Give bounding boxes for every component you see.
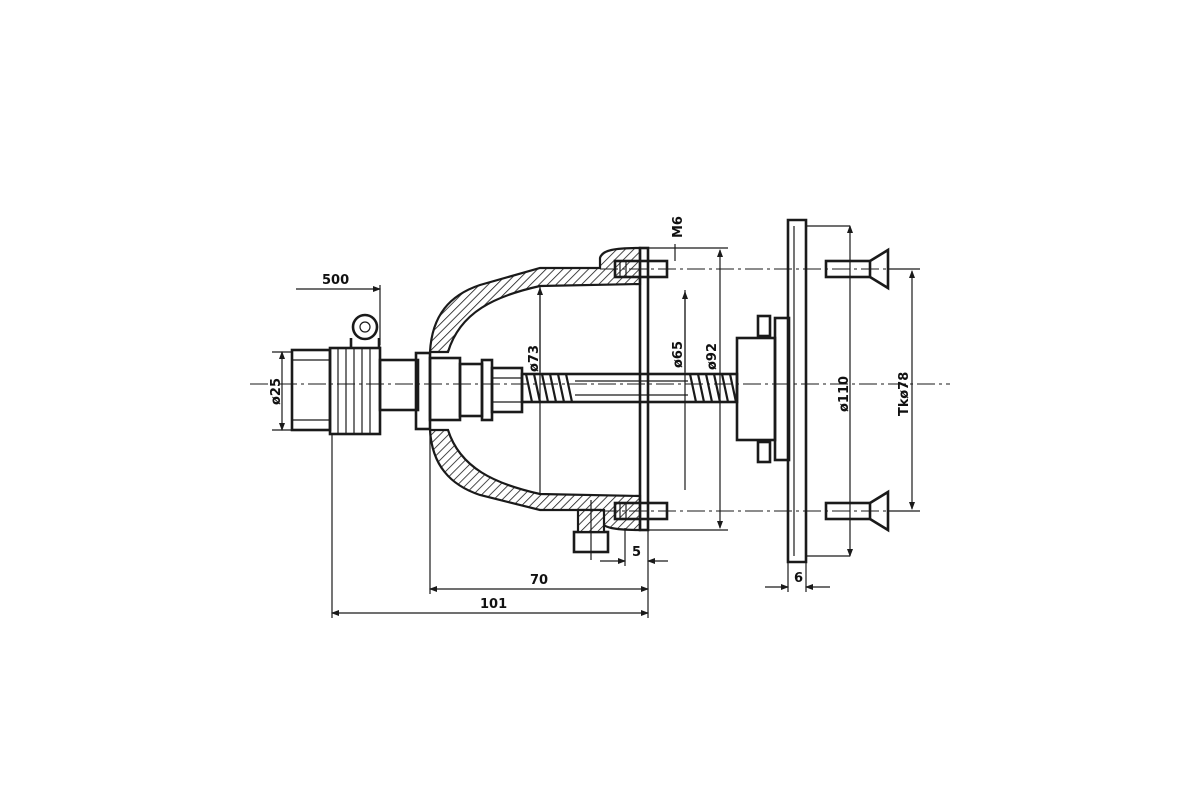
dim-d73: ø73 (527, 345, 542, 372)
housing (428, 246, 686, 532)
spindle (520, 372, 739, 404)
dim-5: 5 (632, 545, 641, 560)
dim-d92: ø92 (705, 343, 720, 370)
hose (290, 313, 382, 436)
dim-70: 70 (530, 573, 548, 588)
mounting-block (735, 314, 791, 464)
dim-m6: M6 (671, 216, 686, 238)
dim-d25: ø25 (269, 378, 284, 405)
dim-101: 101 (480, 597, 507, 612)
dim-tk78: Tkø78 (897, 372, 912, 416)
dim-d110: ø110 (837, 376, 852, 412)
dim-6: 6 (794, 571, 803, 586)
dim-d65: ø65 (671, 341, 686, 368)
dim-500: 500 (322, 273, 349, 288)
connector-tube (378, 351, 524, 431)
dimension-lines (272, 225, 920, 618)
